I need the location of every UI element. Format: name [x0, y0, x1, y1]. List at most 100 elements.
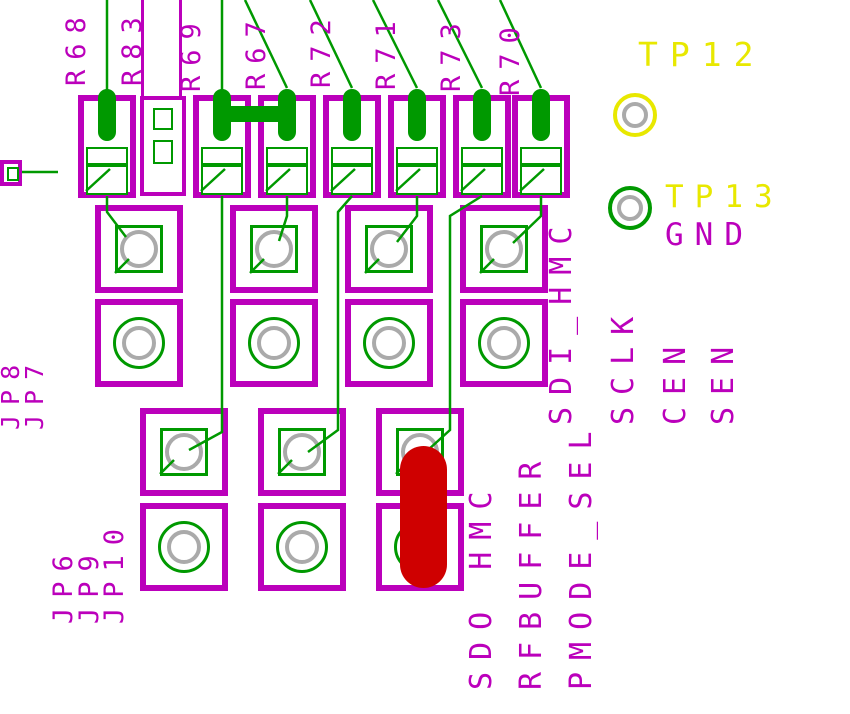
testpoint-label-tp13: TP13 — [665, 179, 784, 215]
jumper-pad[interactable] — [460, 205, 548, 293]
jumper-pad[interactable] — [140, 503, 228, 591]
pad-outline — [115, 225, 163, 273]
net-label-rfbuffer: RFBUFFER — [514, 449, 549, 691]
resistor-pad — [201, 147, 243, 165]
copper-trace — [512, 196, 543, 244]
pad-ring — [158, 521, 210, 573]
resistor-footprint-r70[interactable] — [512, 89, 570, 198]
silkscreen-line — [179, 0, 182, 96]
ref-label-r67: R67 — [241, 11, 272, 90]
jumper-pad[interactable] — [230, 205, 318, 293]
pad-trace — [277, 459, 293, 475]
copper-trace — [277, 196, 289, 242]
jumper-pad[interactable] — [345, 205, 433, 293]
pad-outline — [250, 225, 298, 273]
jumper-pad[interactable] — [95, 205, 183, 293]
ref-label-r68: R68 — [61, 7, 92, 86]
copper-trace — [371, 0, 419, 89]
ref-label-r83: R83 — [117, 7, 148, 86]
resistor-footprint-r83[interactable] — [140, 96, 186, 196]
jumper-pad[interactable] — [345, 299, 433, 387]
net-label-sdi-hmc: SDI_HMC — [544, 214, 579, 425]
net-label-gnd: GND — [665, 217, 754, 253]
resistor-pad — [266, 147, 308, 165]
resistor-footprint-r72[interactable] — [323, 89, 381, 198]
pad-outline — [480, 225, 528, 273]
pad-trace — [460, 168, 486, 192]
edge-component[interactable] — [0, 160, 22, 186]
drill-hole — [622, 102, 648, 128]
pad-trace — [364, 258, 380, 274]
resistor-pad — [201, 165, 243, 195]
pad-trace — [249, 258, 265, 274]
resistor-pad-fill — [532, 89, 550, 141]
copper-trace — [427, 194, 483, 451]
copper-trace — [188, 196, 224, 452]
ref-label-r70: R70 — [495, 17, 526, 96]
drill-hole — [617, 195, 643, 221]
drill-hole — [487, 326, 521, 360]
copper-trace — [105, 196, 127, 238]
drill-hole — [257, 326, 291, 360]
resistor-footprint-r68[interactable] — [78, 89, 136, 198]
ref-label-r69: R69 — [176, 13, 207, 92]
pad-ring — [363, 317, 415, 369]
jumper-pad[interactable] — [95, 299, 183, 387]
drill-hole — [122, 326, 156, 360]
copper-trace — [308, 0, 354, 89]
jumper-pad[interactable] — [460, 299, 548, 387]
ref-label-r72: R72 — [306, 9, 337, 88]
copper-trace — [243, 0, 289, 89]
ref-label-jp10: JP10 — [99, 518, 130, 624]
drill-hole — [372, 326, 406, 360]
pad-trace — [519, 168, 545, 192]
pad-outline — [278, 428, 326, 476]
drill-hole — [167, 530, 201, 564]
pad-outline — [365, 225, 413, 273]
net-label-pmode-sel: PMODE_SEL — [564, 419, 599, 690]
pad-trace — [330, 168, 356, 192]
drill-hole — [165, 433, 203, 471]
resistor-pad-fill — [473, 89, 491, 141]
resistor-footprint-r73[interactable] — [453, 89, 511, 198]
copper-trace — [307, 195, 353, 454]
jumper-short-highlight[interactable] — [400, 446, 447, 588]
pad-trace — [265, 168, 291, 192]
pad-trace — [85, 168, 111, 192]
ref-label-jp6: JP6 — [48, 545, 79, 624]
pad-ring — [113, 317, 165, 369]
copper-trace — [436, 0, 484, 89]
jumper-pad[interactable] — [140, 408, 228, 496]
pad-outline — [160, 428, 208, 476]
resistor-pad — [520, 147, 562, 165]
drill-hole — [255, 230, 293, 268]
copper-trace — [498, 0, 543, 89]
pad-ring — [248, 317, 300, 369]
net-label-sclk: SCLK — [606, 304, 641, 425]
resistor-pad — [461, 165, 503, 195]
jumper-pad[interactable] — [258, 408, 346, 496]
ref-label-r73: R73 — [436, 13, 467, 92]
edge-component-pad — [7, 167, 19, 181]
copper-trace — [396, 196, 419, 243]
resistor-pad — [331, 147, 373, 165]
resistor-pad — [86, 165, 128, 195]
jumper-pad[interactable] — [230, 299, 318, 387]
resistor-footprint-r69[interactable] — [193, 89, 251, 198]
drill-hole — [283, 433, 321, 471]
resistor-pad-fill — [343, 89, 361, 141]
pad-ring — [276, 521, 328, 573]
pad-trace — [114, 258, 130, 274]
drill-hole — [285, 530, 319, 564]
copper-fill-bar — [214, 106, 290, 122]
testpoint-label-tp12: TP12 — [638, 35, 766, 74]
resistor-pad — [396, 165, 438, 195]
resistor-footprint-r71[interactable] — [388, 89, 446, 198]
resistor-pad — [461, 147, 503, 165]
jumper-pad[interactable] — [258, 503, 346, 591]
pad-trace — [200, 168, 226, 192]
pad-trace — [159, 459, 175, 475]
resistor-pad — [520, 165, 562, 195]
